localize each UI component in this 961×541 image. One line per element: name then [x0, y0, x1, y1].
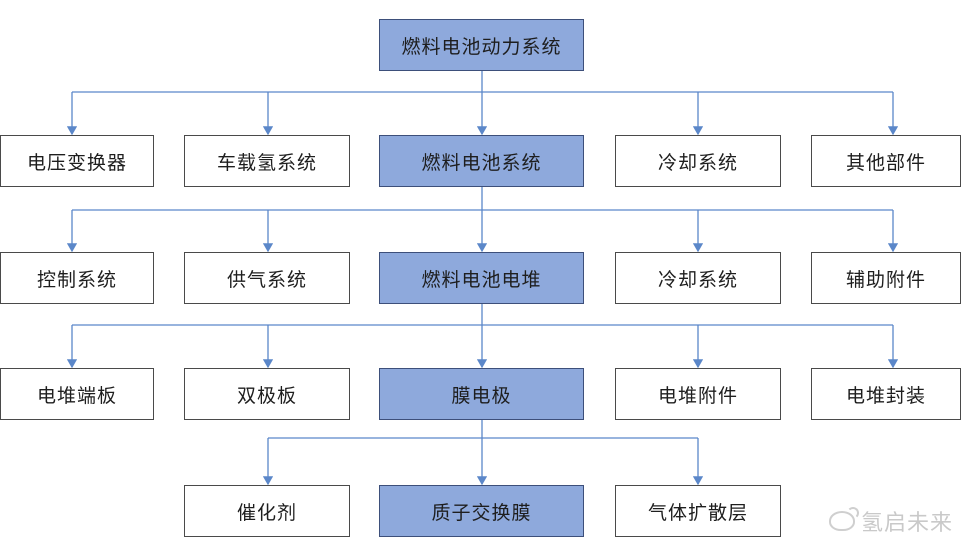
node-mea: 膜电极 — [379, 368, 584, 420]
node-stack-packaging: 电堆封装 — [811, 368, 961, 420]
node-pem: 质子交换膜 — [379, 485, 584, 537]
node-bipolar-plate: 双极板 — [184, 368, 350, 420]
node-other-parts: 其他部件 — [811, 135, 961, 187]
node-auxiliary-parts: 辅助附件 — [811, 252, 961, 304]
node-catalyst: 催化剂 — [184, 485, 350, 537]
weibo-logo-icon — [828, 507, 859, 531]
node-fuel-cell-system: 燃料电池系统 — [379, 135, 584, 187]
node-fuel-cell-stack: 燃料电池电堆 — [379, 252, 584, 304]
node-voltage-converter: 电压变换器 — [0, 135, 154, 187]
node-onboard-hydrogen: 车载氢系统 — [184, 135, 350, 187]
node-gas-supply: 供气系统 — [184, 252, 350, 304]
node-cooling-system-2: 冷却系统 — [615, 252, 781, 304]
node-control-system: 控制系统 — [0, 252, 154, 304]
node-stack-accessories: 电堆附件 — [615, 368, 781, 420]
watermark-text: 氢启未来 — [860, 511, 953, 536]
node-root: 燃料电池动力系统 — [379, 19, 584, 71]
node-stack-end-plate: 电堆端板 — [0, 368, 154, 420]
node-cooling-system-1: 冷却系统 — [615, 135, 781, 187]
node-gas-diffusion-layer: 气体扩散层 — [615, 485, 781, 537]
watermark: 氢启未来 — [828, 505, 953, 537]
